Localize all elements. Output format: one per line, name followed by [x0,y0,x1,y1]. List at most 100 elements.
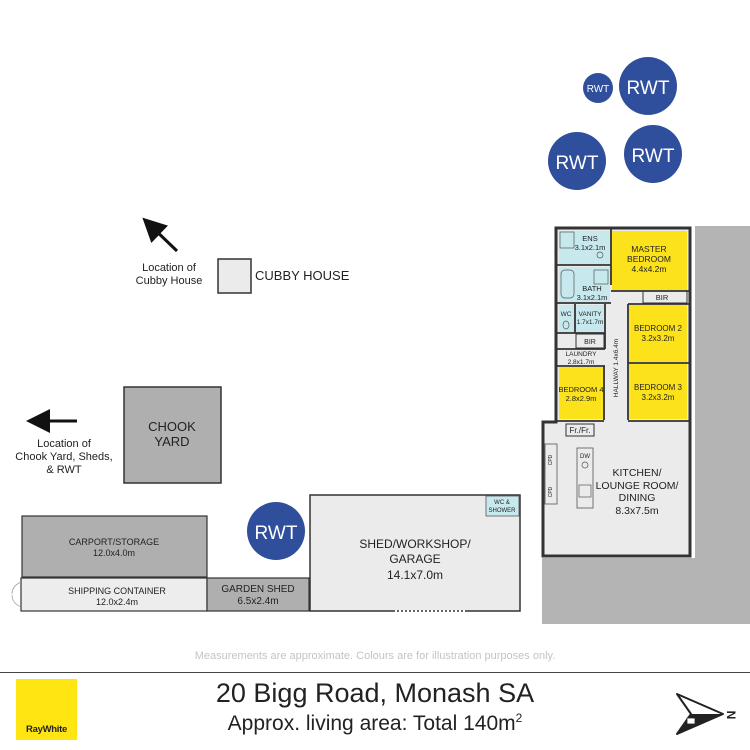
bed2-dims: 3.2x3.2m [642,334,675,343]
rwt-tank-top-right: RWT [619,57,677,115]
svg-text:RWT: RWT [627,78,670,99]
hallway-label: HALLWAY 1.4x6.4m [613,339,620,397]
chook-arrow-label-3: & RWT [46,464,82,476]
carport-label: CARPORT/STORAGE [69,537,159,547]
fridge-label: Fr./Fr. [570,426,591,435]
bath-label: BATH [582,284,601,293]
cubby-arrow [142,217,179,253]
bed2-label: BEDROOM 2 [634,324,683,333]
vanity-dims: 1.7x1.7m [577,319,604,326]
shed-label-2: GARAGE [389,552,440,566]
bed4-label: BEDROOM 4 [558,385,603,394]
disclaimer-text: Measurements are approximate. Colours ar… [194,650,556,662]
container-dims: 12.0x2.4m [96,597,138,607]
vanity-label: VANITY [579,311,603,318]
bath-shower [593,269,609,285]
cubby-house [217,258,252,294]
bedroom-2 [629,305,687,362]
chook-yard [123,386,222,484]
house-floor-kitchen [543,422,690,556]
raywhite-logo: RayWhite [16,679,77,740]
wc-room [559,305,574,332]
shed-wc-shower [485,495,520,517]
ens-dims: 3.1x2.1m [575,243,606,252]
laundry-bir-label: BIR [584,339,596,346]
svg-text:RWT: RWT [632,146,675,167]
ground-strip-right [695,226,750,560]
bath-dims: 3.1x2.1m [577,293,608,302]
fridge-space [565,423,595,437]
kitchen-bench-left [544,443,558,505]
kitchen-label-1: KITCHEN/ [612,467,661,479]
bath-tub [560,269,575,299]
master-bedroom [612,231,687,290]
bedroom-3 [629,364,687,419]
footer-bar [0,672,750,750]
shed-dims: 14.1x7.0m [387,568,443,582]
cpd-label-1: CPD [548,454,554,465]
garden-shed-label: GARDEN SHED [221,584,294,595]
logo-brand-text: RayWhite [26,724,67,735]
kitchen-sink [581,461,589,469]
wc-label: WC [561,311,572,318]
carport-dims: 12.0x4.0m [93,548,135,558]
chook-yard-label-2: YARD [154,434,189,449]
property-address: 20 Bigg Road, Monash SA [215,678,535,708]
rwt-tank-small: RWT [583,73,613,103]
ground-strip-bottom [542,558,750,624]
cubby-arrow-label-2: Cubby House [136,275,203,287]
bed3-label: BEDROOM 3 [634,383,683,392]
container-label: SHIPPING CONTAINER [68,586,166,596]
master-label-1: MASTER [631,244,666,254]
kitchen-cooktop [578,484,592,498]
ensuite-basin [596,251,604,259]
rwt-tank-middle-left: RWT [548,132,606,190]
svg-text:RWT: RWT [255,523,298,544]
chook-yard-label-1: CHOOK [148,419,196,434]
garden-shed-dims: 6.5x2.4m [237,596,278,607]
living-area-unit-sup: 2 [515,711,523,725]
container-door-swing [11,581,22,608]
north-arrow-icon: N [676,693,737,735]
living-area: Approx. living area: Total 140m2 [100,711,650,736]
shed-wc-label-1: WC & [494,500,510,506]
svg-text:RWT: RWT [556,153,599,174]
house-exterior-wall [541,226,692,558]
vanity-room [576,305,604,332]
shed-wc-label-2: SHOWER [489,508,517,514]
master-label-2: BEDROOM [627,254,671,264]
kitchen-label-2: LOUNGE ROOM/ [596,480,679,492]
wc-toilet [562,320,570,330]
ensuite-shower [559,231,575,249]
master-dims: 4.4x4.2m [632,264,667,274]
rwt-tank-bottom: RWT [247,502,305,560]
shed-label-1: SHED/WORKSHOP/ [359,537,471,551]
chook-arrow-label-2: Chook Yard, Sheds, [15,451,112,463]
ensuite [559,231,610,264]
cubby-arrow-label-1: Location of [142,262,197,274]
carport-storage [21,515,208,578]
garden-shed [206,577,310,612]
kitchen-island [576,447,594,509]
cpd-label-2: CPD [548,486,554,497]
laundry-bir [575,333,605,349]
dw-label: DW [580,454,590,460]
chook-arrow-label-1: Location of [37,438,92,450]
bed4-dims: 2.8x2.9m [566,394,597,403]
bed3-dims: 3.2x3.2m [642,393,675,402]
compass-letter: N [724,711,737,720]
bathroom [559,267,610,302]
bedroom-4 [559,367,603,419]
rwt-tank-middle-right: RWT [624,125,682,183]
master-bir-label: BIR [656,293,669,302]
living-area-text: Approx. living area: Total 140m [227,712,516,735]
shed-workshop-garage [309,494,521,612]
house: ENS 3.1x2.1m MASTER BEDROOM 4.4x4.2m BAT… [541,226,692,558]
laundry-dims: 2.8x1.7m [568,359,595,366]
ens-label: ENS [582,234,597,243]
kitchen-label-3: DINING [619,492,656,504]
laundry-label: LAUNDRY [566,351,598,358]
interior-walls [556,228,690,422]
cubby-house-label: CUBBY HOUSE [255,268,350,283]
